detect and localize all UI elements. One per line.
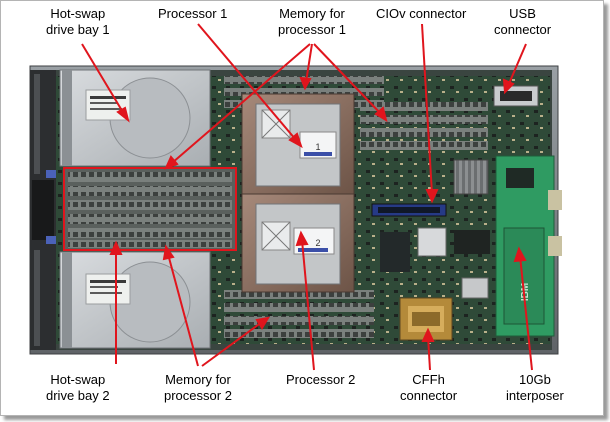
arrowhead-mem1-left <box>164 155 179 170</box>
arrowhead-processor1 <box>288 132 303 149</box>
ciov-connector <box>371 203 447 217</box>
dimm-bank-right <box>360 102 488 150</box>
callout-lines <box>81 23 533 371</box>
arrowhead-hotswap1 <box>116 106 130 123</box>
arrowhead-mem1-mid <box>299 76 312 91</box>
callout-hotswap1 <box>81 43 125 115</box>
dimm-bank-bottom <box>224 290 374 338</box>
arrowhead-mem1-right <box>374 106 388 123</box>
board-chips <box>380 159 490 299</box>
blue-latch-bottom <box>46 236 56 244</box>
arrowhead-processor2 <box>295 230 309 247</box>
cpu-label-digit-1: 1 <box>315 142 320 152</box>
label-ciov-connector: CIOv connector <box>376 6 467 21</box>
label-processor-2: Processor 2 <box>286 372 356 387</box>
arrowhead-usb <box>502 78 515 95</box>
callout-mem2-left <box>167 253 199 367</box>
hot-swap-drive-1 <box>59 69 211 167</box>
label-processor-1: Processor 1 <box>158 6 228 21</box>
callout-ciov <box>421 23 433 195</box>
arrowhead-cffh <box>421 327 435 342</box>
callout-usb <box>507 43 527 87</box>
callout-mem1-mid <box>305 43 313 83</box>
cpu-label-digit-2: 2 <box>315 238 320 248</box>
arrowhead-hotswap2 <box>109 240 123 255</box>
front-bezel <box>30 70 56 350</box>
usb-connector <box>493 85 539 107</box>
hot-swap-drive-2 <box>59 251 211 349</box>
10gb-interposer-card <box>495 155 562 337</box>
callout-mem1-right <box>313 43 383 116</box>
interposer-logo: IBM <box>520 283 531 301</box>
callout-interposer <box>519 255 533 371</box>
arrowhead-interposer <box>513 246 527 263</box>
callout-processor2 <box>301 239 315 371</box>
callout-processor1 <box>197 23 297 141</box>
callout-mem1-left <box>171 43 311 164</box>
callout-mem2-right <box>201 321 263 367</box>
arrowhead-mem2-left <box>162 244 175 261</box>
dimm-bank-left <box>64 168 236 250</box>
memory-highlight-box <box>63 167 237 251</box>
blue-latch-top <box>46 170 56 178</box>
arrowhead-ciov <box>425 189 439 204</box>
arrowhead-mem2-right <box>255 316 270 330</box>
